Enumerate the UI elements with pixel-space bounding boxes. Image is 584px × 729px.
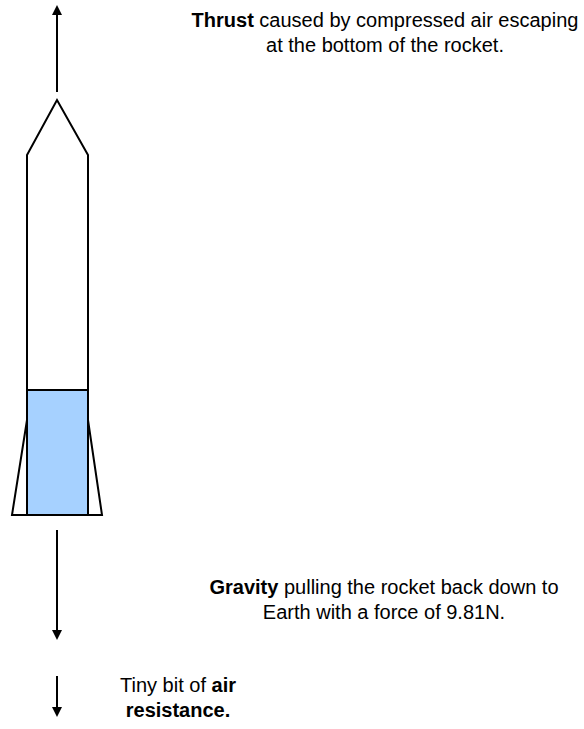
air-resistance-note: Tiny bit of air resistance. — [98, 673, 258, 723]
rocket-fins — [12, 420, 102, 515]
force-description: Tiny bit of — [120, 674, 206, 696]
force-description: pulling the rocket back down to Earth wi… — [263, 576, 559, 623]
gravity-note: Gravity pulling the rocket back down to … — [186, 575, 582, 625]
water-line — [27, 389, 88, 391]
rocket-body — [27, 100, 88, 515]
force-name: Thrust — [192, 9, 254, 31]
thrust-arrow — [56, 10, 58, 92]
thrust-note: Thrust caused by compressed air escaping… — [190, 8, 580, 58]
force-description: caused by compressed air escaping at the… — [259, 9, 578, 56]
force-name: Gravity — [209, 576, 278, 598]
water-fill — [27, 390, 88, 515]
gravity-arrow — [56, 530, 58, 635]
air-resistance-arrow — [56, 676, 58, 712]
